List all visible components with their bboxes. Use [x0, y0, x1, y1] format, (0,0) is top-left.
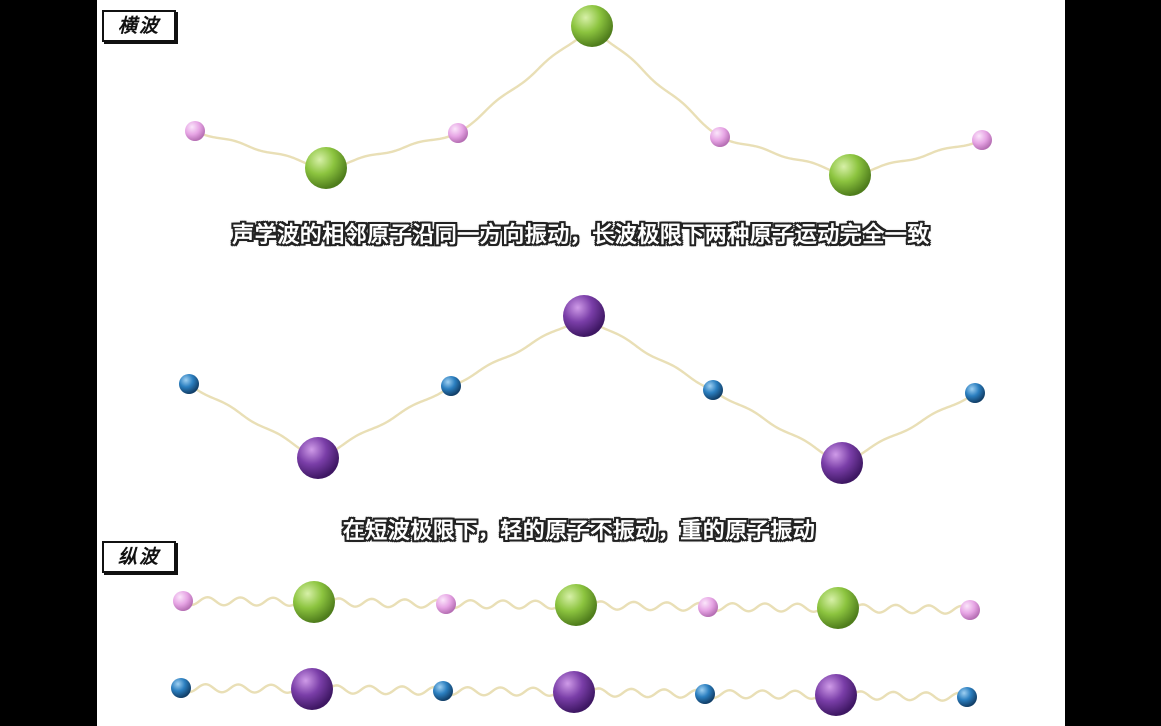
transverse-acoustic-spring [193, 129, 328, 170]
transverse-optical-spring [711, 388, 844, 465]
longitudinal-wave-label: 纵波 [102, 541, 177, 573]
transverse-wave-label: 横波 [102, 10, 177, 42]
longitudinal-optical-spring [441, 685, 576, 698]
longitudinal-optical-light-atom [695, 684, 715, 704]
longitudinal-acoustic-light-atom [173, 591, 193, 611]
transverse-acoustic-light-atom [710, 127, 730, 147]
transverse-acoustic-heavy-atom [305, 147, 347, 189]
transverse-acoustic-heavy-atom [571, 5, 613, 47]
longitudinal-optical-light-atom [171, 678, 191, 698]
transverse-acoustic-light-atom [185, 121, 205, 141]
transverse-optical-heavy-atom [563, 295, 605, 337]
longitudinal-acoustic-heavy-atom [555, 584, 597, 626]
transverse-acoustic-spring [848, 138, 984, 177]
transverse-acoustic-light-atom [448, 123, 468, 143]
transverse-optical-spring [449, 314, 586, 388]
transverse-acoustic-spring [456, 24, 594, 135]
transverse-acoustic-heavy-atom [829, 154, 871, 196]
longitudinal-acoustic-spring [574, 600, 710, 612]
transverse-optical-light-atom [703, 380, 723, 400]
optical-caption: 在短波极限下，轻的原子不振动，重的原子振动 [342, 519, 816, 544]
transverse-optical-heavy-atom [297, 437, 339, 479]
longitudinal-acoustic-light-atom [698, 597, 718, 617]
transverse-acoustic-spring [590, 24, 722, 139]
transverse-acoustic-spring [324, 131, 460, 170]
longitudinal-optical-spring [572, 687, 707, 699]
longitudinal-optical-heavy-atom [553, 671, 595, 713]
longitudinal-acoustic-spring [312, 597, 448, 609]
longitudinal-optical-light-atom [433, 681, 453, 701]
atoms [171, 5, 992, 716]
longitudinal-optical-light-atom [957, 687, 977, 707]
transverse-optical-light-atom [179, 374, 199, 394]
transverse-optical-light-atom [441, 376, 461, 396]
transverse-optical-spring [316, 384, 453, 460]
longitudinal-acoustic-light-atom [960, 600, 980, 620]
acoustic-caption: 声学波的相邻原子沿同一方向振动，长波极限下两种原子运动完全一致 [232, 223, 930, 248]
transverse-optical-light-atom [965, 383, 985, 403]
longitudinal-optical-spring [703, 688, 838, 701]
longitudinal-acoustic-spring [181, 595, 316, 608]
longitudinal-acoustic-spring [836, 603, 972, 615]
longitudinal-acoustic-heavy-atom [817, 587, 859, 629]
diagram-canvas: 横波 纵波 声学波的相邻原子沿同一方向振动，长波极限下两种原子运动完全一致 在短… [97, 0, 1065, 726]
transverse-acoustic-spring [718, 135, 852, 177]
longitudinal-optical-spring [310, 684, 445, 696]
transverse-acoustic-light-atom [972, 130, 992, 150]
transverse-optical-heavy-atom [821, 442, 863, 484]
longitudinal-acoustic-light-atom [436, 594, 456, 614]
spring-bonds [179, 24, 984, 702]
longitudinal-optical-heavy-atom [815, 674, 857, 716]
longitudinal-acoustic-spring [706, 601, 840, 614]
longitudinal-optical-heavy-atom [291, 668, 333, 710]
transverse-optical-spring [582, 314, 715, 392]
longitudinal-optical-spring [179, 682, 314, 695]
atom-chain-illustration [171, 5, 992, 716]
transverse-optical-spring [840, 391, 977, 465]
transverse-optical-spring [187, 382, 320, 460]
longitudinal-optical-spring [834, 690, 969, 702]
longitudinal-acoustic-heavy-atom [293, 581, 335, 623]
longitudinal-acoustic-spring [444, 598, 578, 611]
